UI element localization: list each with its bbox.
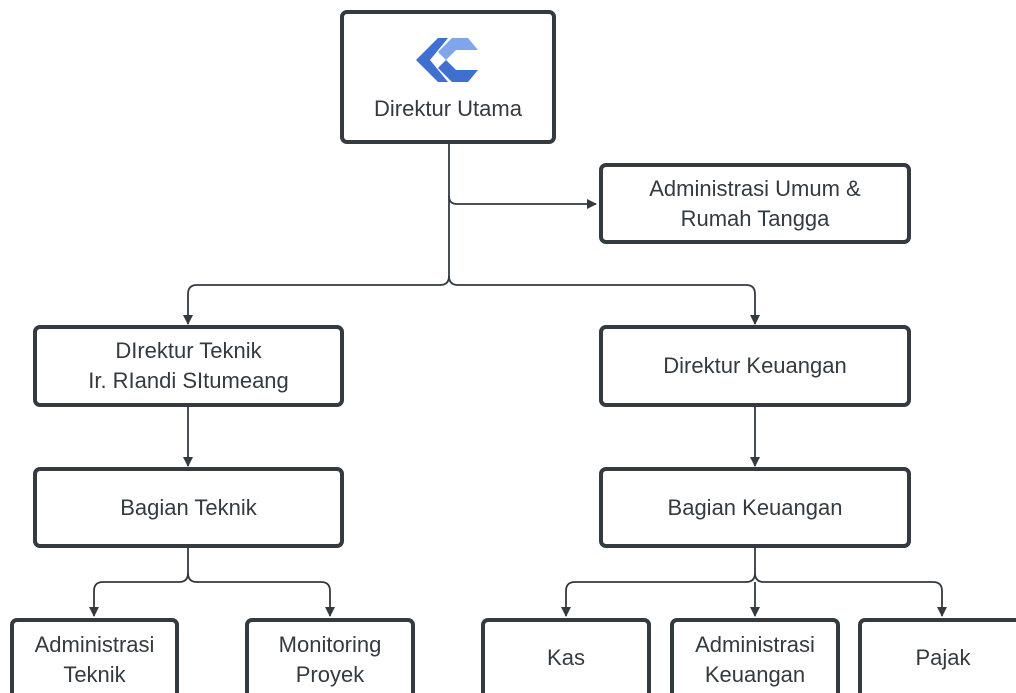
connector-trunk: [439, 143, 450, 286]
node-label-line-2: Proyek: [295, 661, 365, 687]
node-label-line-2: Keuangan: [704, 661, 806, 687]
connector-to-admin-umum: [448, 195, 597, 209]
node-administrasi-keuangan: Administrasi Keuangan: [670, 618, 840, 693]
node-label-line-1: DIrektur Teknik: [115, 338, 262, 363]
node-pajak: Pajak: [858, 618, 1016, 693]
node-label-line-1: Administrasi: [695, 631, 815, 657]
node-administrasi-umum-rumah-tangga: Administrasi Umum & Rumah Tangga: [599, 163, 911, 244]
connector-to-monitoring-proyek: [187, 572, 335, 617]
node-administrasi-teknik: Administrasi Teknik: [10, 618, 179, 693]
node-monitoring-proyek: Monitoring Proyek: [245, 618, 415, 693]
node-kas: Kas: [481, 618, 651, 693]
node-label: Kas: [547, 644, 585, 670]
node-label-line-1: Monitoring: [278, 631, 382, 657]
node-label-line-2: Teknik: [63, 661, 126, 687]
node-bagian-keuangan: Bagian Keuangan: [599, 467, 911, 548]
node-label-line-1: Administrasi Umum &: [649, 175, 861, 201]
node-label-line-1: Administrasi: [34, 631, 155, 657]
connector-to-kas: [561, 546, 756, 617]
connector-to-direktur-keuangan: [448, 275, 760, 325]
node-direktur-keuangan: Direktur Keuangan: [599, 325, 911, 407]
company-logo-icon: [416, 38, 478, 82]
node-direktur-utama: Direktur Utama: [340, 10, 556, 144]
node-label: Pajak: [915, 644, 971, 670]
connector-to-direktur-teknik: [183, 284, 440, 325]
node-label: Bagian Teknik: [120, 494, 257, 520]
node-label: Bagian Keuangan: [667, 494, 843, 520]
node-direktur-teknik: DIrektur Teknik Ir. RIandi SItumeang: [33, 325, 344, 407]
node-label: Direktur Keuangan: [663, 353, 847, 378]
node-label-line-2: Rumah Tangga: [680, 205, 830, 231]
node-label-line-2: Ir. RIandi SItumeang: [88, 368, 289, 393]
connector-to-admin-teknik: [89, 546, 189, 617]
node-bagian-teknik: Bagian Teknik: [33, 467, 344, 548]
node-label: Direktur Utama: [374, 96, 522, 121]
connector-to-pajak: [754, 572, 947, 617]
